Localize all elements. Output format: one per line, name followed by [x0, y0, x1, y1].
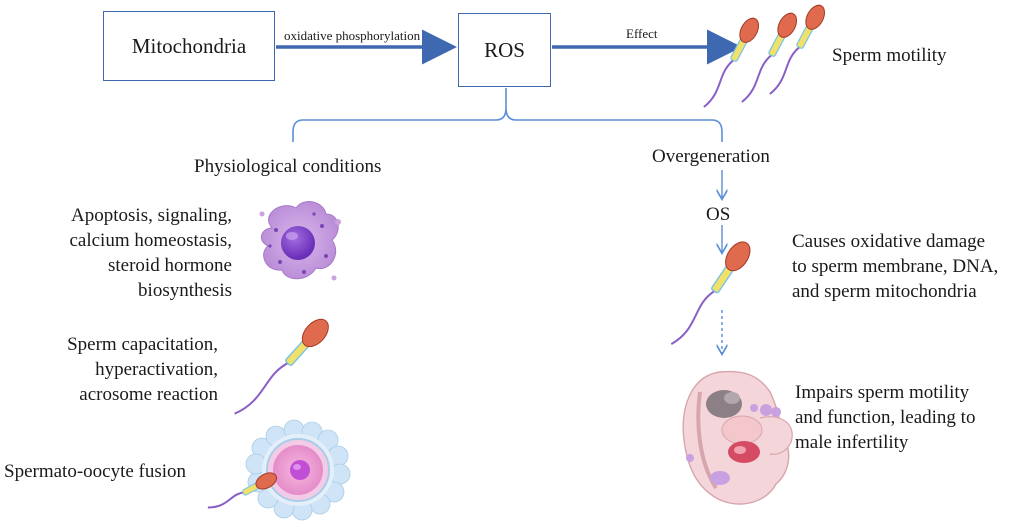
sperm-motility-label: Sperm motility: [832, 45, 947, 66]
text-line: Sperm capacitation,: [67, 334, 218, 355]
physiological-item-1: Apoptosis, signaling, calcium homeostasi…: [22, 203, 232, 303]
text-line: steroid hormone: [107, 255, 232, 276]
text-line: and function, leading to: [795, 407, 976, 428]
sperm-group-icon: [703, 4, 826, 108]
cell-icon: [259, 200, 341, 281]
impairs-motility-text: Impairs sperm motility and function, lea…: [795, 380, 975, 455]
text-line: biosynthesis: [138, 280, 232, 301]
mitochondria-box: Mitochondria: [103, 11, 275, 81]
ros-label: ROS: [484, 37, 525, 62]
oxidative-damage-text: Causes oxidative damage to sperm membran…: [792, 229, 998, 304]
bracket-split: [292, 88, 723, 142]
text-line: and sperm mitochondria: [792, 281, 977, 302]
text-line: male infertility: [795, 432, 909, 453]
text-line: acrosome reaction: [79, 384, 218, 405]
physiological-item-3: Spermato-oocyte fusion: [4, 459, 186, 484]
oxidative-phosphorylation-label: oxidative phosphorylation: [284, 28, 421, 43]
text-line: Causes oxidative damage: [792, 231, 986, 252]
os-label: OS: [706, 204, 731, 225]
damaged-sperm-icon: [670, 241, 751, 346]
text-line: Apoptosis, signaling,: [71, 205, 232, 226]
effect-label: Effect: [626, 26, 658, 41]
text-line: Spermato-oocyte fusion: [4, 461, 187, 482]
text-line: hyperactivation,: [95, 359, 218, 380]
ros-box: ROS: [458, 13, 551, 87]
mitochondria-label: Mitochondria: [131, 33, 247, 58]
text-line: calcium homeostasis,: [69, 230, 232, 251]
text-line: Impairs sperm motility: [795, 382, 970, 403]
physiological-conditions-heading: Physiological conditions: [194, 156, 382, 177]
oocyte-fusion-icon: [207, 419, 351, 521]
text-line: to sperm membrane, DNA,: [792, 256, 999, 277]
physiological-item-2: Sperm capacitation, hyperactivation, acr…: [22, 332, 218, 407]
overgeneration-heading: Overgeneration: [652, 146, 770, 167]
sperm-capacitation-icon: [234, 318, 329, 415]
male-reproductive-anatomy-icon: [682, 370, 793, 505]
